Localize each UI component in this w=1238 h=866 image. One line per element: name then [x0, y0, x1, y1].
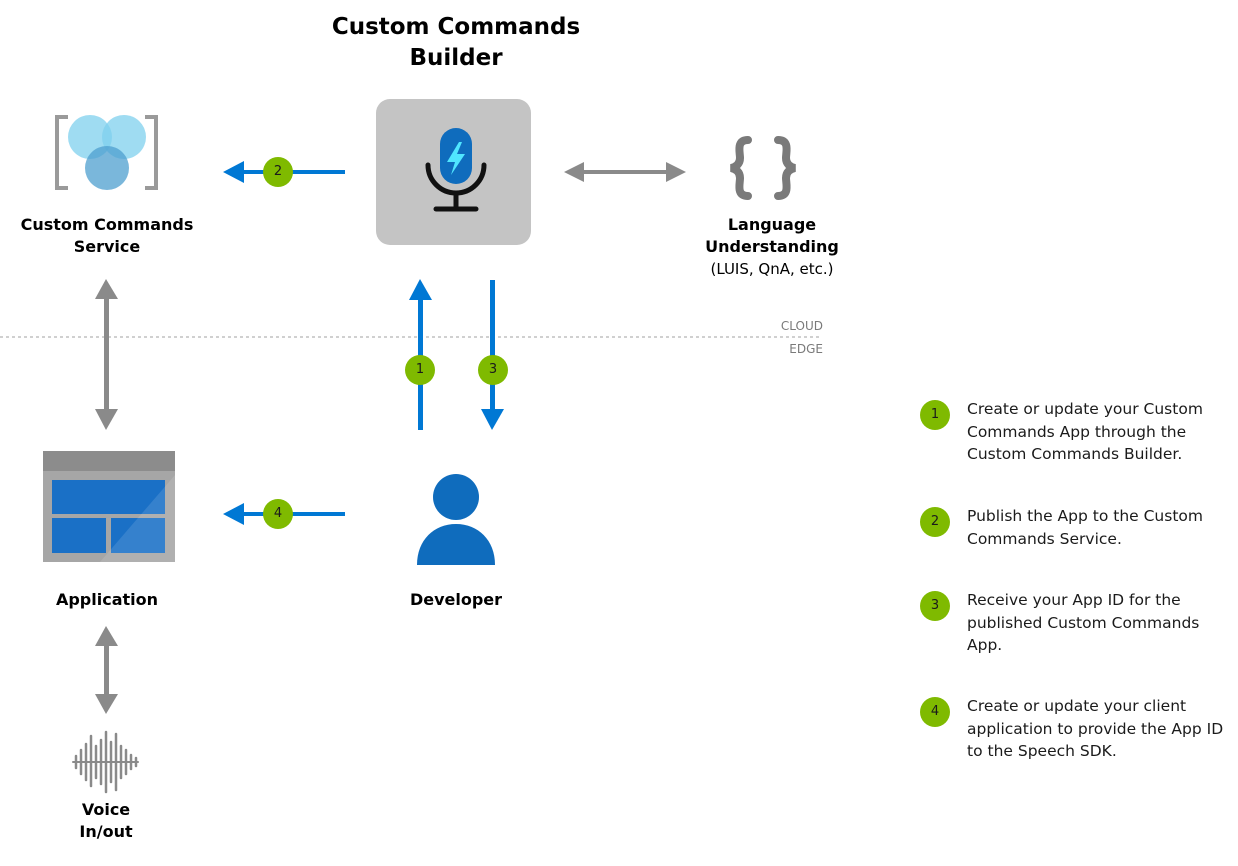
language-subtitle: (LUIS, QnA, etc.) [710, 260, 834, 278]
service-label: Custom Commands Service [20, 215, 194, 256]
legend-text-2: Publish the App to the Custom Commands S… [967, 507, 1203, 548]
flow-badge-2: 2 [263, 157, 293, 187]
diagram-title: Custom Commands Builder [331, 14, 581, 71]
curly-braces-icon [730, 136, 796, 200]
legend-badge-1: 1 [920, 400, 950, 430]
microphone-lightning-icon [376, 99, 531, 245]
application-voice-arrow [95, 626, 118, 714]
waveform-icon [72, 730, 139, 794]
legend-text-1: Create or update your Custom Commands Ap… [967, 400, 1203, 463]
voice-label: Voice In/out [79, 800, 133, 841]
legend-text-3: Receive your App ID for the published Cu… [967, 591, 1200, 654]
legend-badge-3: 3 [920, 591, 950, 621]
cloud-zone-label: CLOUD [780, 319, 823, 333]
legend-badge-4: 4 [920, 697, 950, 727]
service-application-arrow [95, 279, 118, 430]
legend-badge-2: 2 [920, 507, 950, 537]
developer-label: Developer [409, 590, 503, 609]
flow-badge-4: 4 [263, 499, 293, 529]
application-label: Application [55, 590, 159, 609]
flow-badge-1: 1 [405, 355, 435, 385]
person-icon [417, 474, 495, 565]
flow-badge-3: 3 [478, 355, 508, 385]
edge-zone-label: EDGE [789, 342, 823, 356]
language-title: Language Understanding [705, 215, 839, 256]
app-window-icon [43, 451, 175, 562]
legend-text-4: Create or update your client application… [967, 697, 1224, 760]
overlapping-circles-brackets-icon [55, 115, 158, 190]
flow-arrow-3 [481, 280, 504, 430]
language-label: Language Understanding (LUIS, QnA, etc.) [672, 214, 872, 280]
builder-language-arrow [564, 162, 686, 182]
